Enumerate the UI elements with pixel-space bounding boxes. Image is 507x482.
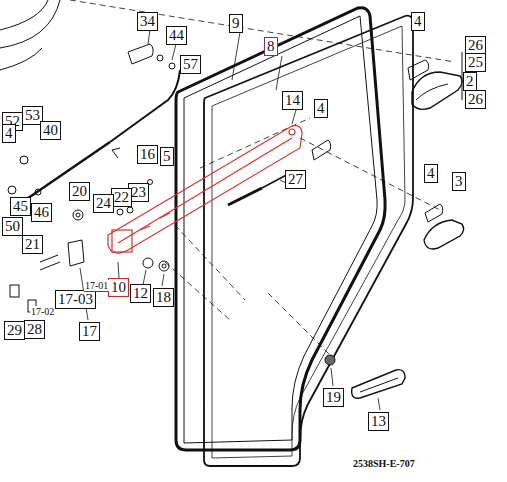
callout-number: 29 xyxy=(7,322,22,338)
callout-box: 29 xyxy=(4,321,25,340)
callout-number: 25 xyxy=(468,54,483,70)
callout-number: 3 xyxy=(455,173,463,189)
callout-number: 12 xyxy=(133,285,148,301)
callout-number: 9 xyxy=(232,15,240,31)
callout-box: 18 xyxy=(153,288,174,307)
callout-number: 16 xyxy=(140,146,155,162)
callout-box: 4 xyxy=(314,99,328,118)
callout-number: 20 xyxy=(72,183,87,199)
drawing-number: 2538SH-E-707 xyxy=(352,458,416,469)
callout-number: 53 xyxy=(25,107,40,123)
callout-box: 21 xyxy=(22,235,43,254)
callout-box: 26 xyxy=(465,90,486,109)
callout-number: 26 xyxy=(468,91,483,107)
callout-number: 50 xyxy=(5,218,20,234)
callout-number: 19 xyxy=(326,389,341,405)
callout-number: 40 xyxy=(43,122,58,138)
callout-number: 18 xyxy=(156,289,171,305)
callout-box: 46 xyxy=(31,203,52,222)
callout-number: 10 xyxy=(111,279,126,295)
callout-box: 4 xyxy=(2,124,16,143)
callout-box: 34 xyxy=(137,12,158,31)
callout-number: 23 xyxy=(131,184,146,200)
callout-box: 10 xyxy=(108,278,129,297)
callout-number: 17-03 xyxy=(58,291,93,307)
callout-number: 24 xyxy=(96,195,111,211)
callout-box: 13 xyxy=(368,412,389,431)
callout-box: 5 xyxy=(160,147,174,166)
callout-box: 19 xyxy=(323,388,344,407)
callout-number: 46 xyxy=(34,204,49,220)
callout-number: 28 xyxy=(27,321,42,337)
callout-number: 45 xyxy=(13,198,28,214)
callout-number: 2 xyxy=(466,73,474,89)
callout-number: 21 xyxy=(25,236,40,252)
callout-number: 4 xyxy=(317,100,325,116)
callout-box: 45 xyxy=(10,197,31,216)
callout-number: 14 xyxy=(285,92,300,108)
callout-box: 8 xyxy=(264,37,278,56)
callout-box: 4 xyxy=(424,164,438,183)
callout-box: 14 xyxy=(282,91,303,110)
callout-box: 17 xyxy=(79,322,100,341)
callout-box: 17-03 xyxy=(55,290,96,309)
callout-number: 4 xyxy=(414,13,422,29)
callout-box: 25 xyxy=(465,53,486,72)
callout-box: 3 xyxy=(452,172,466,191)
callout-number: 44 xyxy=(169,27,184,43)
callout-box: 12 xyxy=(130,284,151,303)
callout-box: 28 xyxy=(24,320,45,339)
callout-box: 4 xyxy=(411,12,425,31)
callout-box: 24 xyxy=(93,194,114,213)
callout-number: 22 xyxy=(114,189,129,205)
callout-box: 40 xyxy=(40,121,61,140)
callout-box: 50 xyxy=(2,217,23,236)
callout-box: 2 xyxy=(463,72,477,91)
callout-number: 17 xyxy=(82,323,97,339)
callout-box: 44 xyxy=(166,26,187,45)
callout-box: 9 xyxy=(229,14,243,33)
callout-number: 57 xyxy=(183,56,198,72)
callout-box: 57 xyxy=(180,55,201,74)
callout-box: 20 xyxy=(69,182,90,201)
callout-box: 22 xyxy=(111,188,132,207)
callout-number: 13 xyxy=(371,413,386,429)
callout-number: 8 xyxy=(267,38,275,54)
callout-number: 4 xyxy=(5,125,13,141)
part-label: 17-02 xyxy=(30,306,55,317)
part-label: 17-01 xyxy=(84,280,109,292)
callout-number: 5 xyxy=(163,148,171,164)
callout-number: 4 xyxy=(427,165,435,181)
callout-box: 16 xyxy=(137,145,158,164)
callout-number: 27 xyxy=(288,171,303,187)
callout-number: 26 xyxy=(468,37,483,53)
callout-box: 27 xyxy=(285,170,306,189)
callout-number: 34 xyxy=(140,13,155,29)
